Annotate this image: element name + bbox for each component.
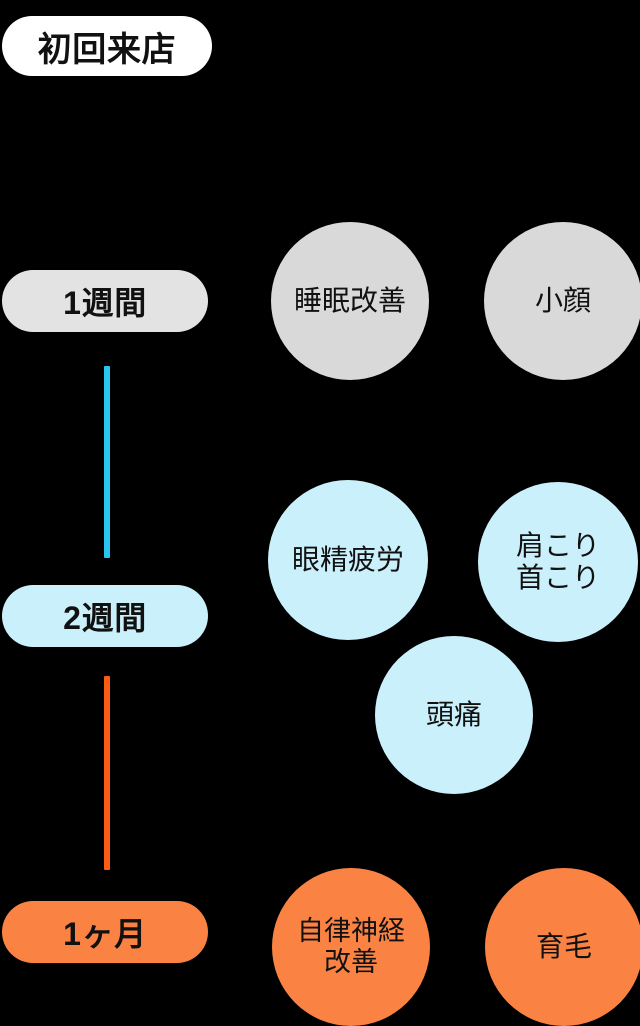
benefit-label-eye-strain: 眼精疲労 — [291, 543, 404, 575]
benefit-label-autonomic-nerve: 自律神経 改善 — [291, 916, 411, 979]
benefit-label-autonomic-nerve-line2: 改善 — [324, 947, 378, 977]
milestone-pill-week1: 1週間 — [2, 270, 208, 332]
connector-line-week2-to-month1 — [104, 676, 110, 870]
benefit-label-autonomic-nerve-line1: 自律神経 — [297, 915, 405, 946]
benefit-label-shoulder-neck-line2: 首こり — [515, 562, 600, 593]
milestone-pill-week2: 2週間 — [2, 585, 208, 647]
benefit-label-headache: 頭痛 — [425, 698, 482, 730]
milestone-label-week1: 1週間 — [63, 285, 147, 321]
benefit-bubble-headache: 頭痛 — [375, 636, 533, 794]
benefit-label-sleep: 睡眠改善 — [293, 284, 406, 316]
benefit-label-small-face: 小顔 — [534, 284, 591, 316]
milestone-pill-initial: 初回来店 — [2, 16, 212, 76]
benefit-bubble-hair-growth: 育毛 — [485, 868, 640, 1026]
milestone-pill-month1: 1ヶ月 — [2, 901, 208, 963]
benefit-bubble-autonomic-nerve: 自律神経 改善 — [272, 868, 430, 1026]
benefit-bubble-shoulder-neck: 肩こり 首こり — [478, 482, 638, 642]
benefit-label-hair-growth: 育毛 — [535, 930, 592, 962]
benefit-bubble-sleep: 睡眠改善 — [271, 222, 429, 380]
benefit-bubble-eye-strain: 眼精疲労 — [268, 480, 428, 640]
connector-line-week1-to-week2 — [104, 366, 110, 558]
milestone-label-week2: 2週間 — [63, 600, 147, 636]
benefit-label-shoulder-neck-line1: 肩こり — [515, 529, 600, 561]
milestone-label-month1: 1ヶ月 — [63, 916, 147, 952]
milestone-label-initial: 初回来店 — [37, 30, 177, 69]
benefit-label-shoulder-neck: 肩こり 首こり — [510, 530, 606, 595]
benefit-bubble-small-face: 小顔 — [484, 222, 640, 380]
